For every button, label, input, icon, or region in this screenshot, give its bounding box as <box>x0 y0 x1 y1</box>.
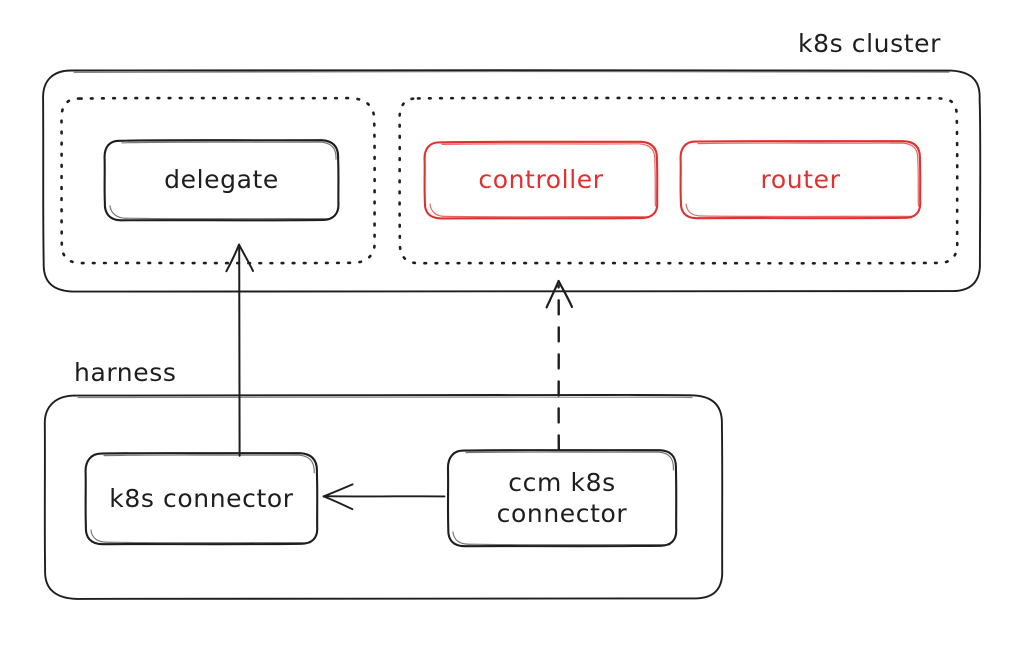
edge-ccm-to-connector[interactable] <box>322 483 446 511</box>
edge-ccm-to-cluster[interactable] <box>545 279 574 451</box>
node-router-outline[interactable] <box>679 140 922 220</box>
node-controller-outline[interactable] <box>423 140 659 220</box>
group-harness-outline[interactable] <box>43 394 724 600</box>
group-k8s-cluster-outline[interactable] <box>42 68 982 293</box>
group-cluster-left-zone-outline[interactable] <box>60 96 376 265</box>
edge-connector-to-delegate[interactable] <box>225 243 254 457</box>
group-cluster-right-zone-outline[interactable] <box>398 96 959 265</box>
node-ccm-k8s-connector-outline[interactable] <box>446 449 678 548</box>
node-k8s-connector-outline[interactable] <box>84 452 319 546</box>
node-delegate-outline[interactable] <box>103 139 340 222</box>
